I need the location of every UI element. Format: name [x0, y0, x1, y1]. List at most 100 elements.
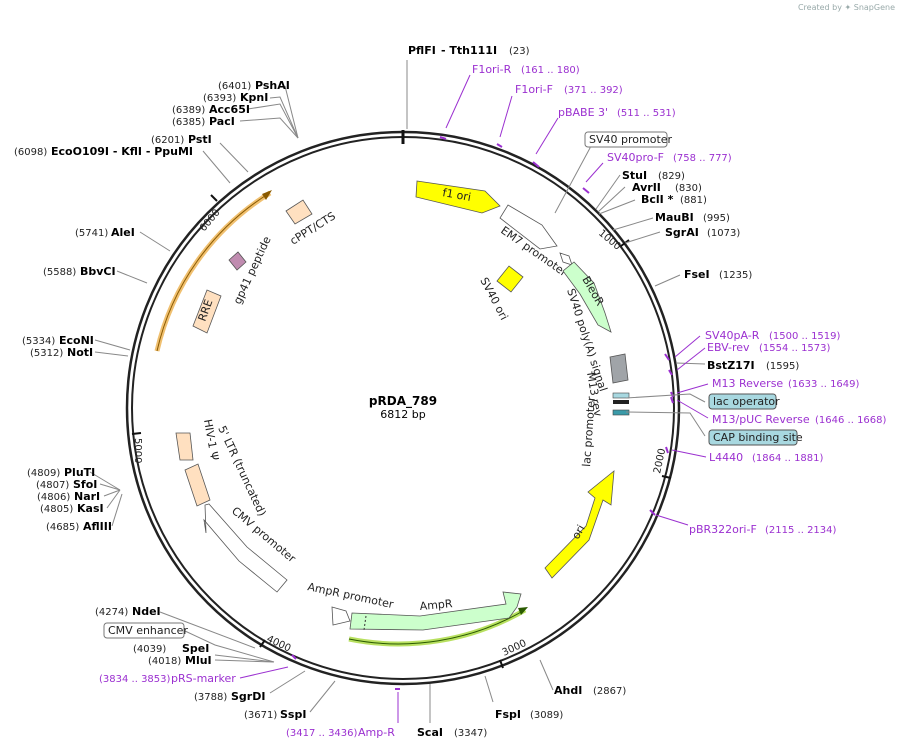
site-sgrai: SgrAI	[665, 226, 699, 239]
ampr-arrow	[349, 591, 522, 631]
primer-prs-marker-pos: (3834 .. 3853)	[99, 674, 171, 685]
site-alei-pos: (5741)	[75, 228, 108, 239]
site-nari: NarI	[74, 490, 100, 503]
site-eco0109i: EcoO109I - KflI - PpuMI	[51, 145, 193, 158]
primer-f1ori-f: F1ori-F	[515, 83, 553, 96]
site-afliii-pos: (4685)	[46, 522, 79, 533]
ampr-label: AmpR	[419, 597, 453, 613]
tick-label-5000: 5000	[132, 438, 143, 463]
primer-l4440: L4440	[709, 451, 743, 464]
site-paci-pos: (6385)	[172, 117, 205, 128]
lac-operator-box	[612, 392, 630, 399]
site-acc65i-pos: (6389)	[172, 105, 205, 116]
site-bstz17i: BstZ17I	[707, 359, 755, 372]
f1-ori-arrow	[415, 180, 501, 214]
primer-pbabe3-pos: (511 .. 531)	[617, 108, 676, 119]
cap-site-text: CAP binding site	[713, 431, 803, 444]
site-avrii-pos: (830)	[675, 183, 702, 194]
site-tth111i-pos: (23)	[509, 46, 530, 57]
site-sgrai-pos: (1073)	[707, 228, 740, 239]
site-bcli-pos: (881)	[680, 195, 707, 206]
primer-m13-puc-reverse: M13/pUC Reverse	[712, 413, 810, 426]
site-noti-pos: (5312)	[30, 348, 63, 359]
sv40-promoter-text: SV40 promoter	[589, 133, 673, 146]
primer-sv40pro-f-pos: (758 .. 777)	[673, 153, 732, 164]
hiv-psi-label: HIV-1 Ψ	[201, 418, 221, 461]
plasmid-size: 6812 bp	[380, 408, 425, 421]
site-fsei-pos: (1235)	[719, 270, 752, 281]
primer-f1ori-f-pos: (371 .. 392)	[564, 85, 623, 96]
site-paci: PacI	[209, 115, 235, 128]
site-sgrdi: SgrDI	[231, 690, 265, 703]
primer-prs-marker: pRS-marker	[171, 672, 236, 685]
gp41-box	[228, 251, 247, 271]
site-kpni-pos: (6393)	[203, 93, 236, 104]
site-maubi: MauBI	[655, 211, 694, 224]
site-sspi: SspI	[280, 708, 306, 721]
primer-amp-r-pos: (3417 .. 3436)	[286, 728, 358, 739]
cmv-enhancer-box	[103, 622, 185, 639]
site-sfoi: SfoI	[73, 478, 97, 491]
bleor-arrow	[562, 261, 612, 333]
primer-pbr322ori-f: pBR322ori-F	[689, 523, 757, 536]
cppt-box	[285, 199, 313, 225]
site-sgrdi-pos: (3788)	[194, 692, 227, 703]
sv40-promoter-box	[584, 131, 668, 148]
ampr-promoter-label: AmpR promoter	[306, 580, 395, 611]
site-ndei: NdeI	[132, 605, 161, 618]
lac-promoter-label: lac promoter	[580, 396, 598, 468]
lac-operator-text: lac operator	[713, 395, 780, 408]
rre-arc-core	[156, 193, 269, 352]
sv40-polya-box	[609, 353, 629, 384]
site-fspi-pos: (3089)	[530, 710, 563, 721]
primer-pbr322ori-f-pos: (2115 .. 2134)	[765, 525, 837, 536]
primer-ebv-rev: EBV-rev	[707, 341, 750, 354]
rre-box	[192, 289, 222, 334]
site-psti: PstI	[188, 133, 212, 146]
site-stui-pos: (829)	[658, 171, 685, 182]
rre-arc-head	[262, 190, 272, 200]
site-sspi-pos: (3671)	[244, 710, 277, 721]
primer-leaders	[239, 74, 709, 723]
site-pshai-pos: (6401)	[218, 81, 251, 92]
site-pshai: PshAI	[255, 79, 290, 92]
tick-label-2000: 2000	[652, 447, 668, 474]
site-psti-pos: (6201)	[151, 135, 184, 146]
site-alei: AleI	[111, 226, 135, 239]
site-avrii: AvrII	[632, 181, 661, 194]
site-ahdi-pos: (2867)	[593, 686, 626, 697]
tick-label-4000: 4000	[265, 634, 293, 655]
site-bstz17i-pos: (1595)	[766, 361, 799, 372]
m13-marker-box	[613, 400, 629, 404]
ampr-arc-head	[518, 607, 528, 615]
primer-f1ori-r-pos: (161 .. 180)	[521, 65, 580, 76]
site-sfoi-pos: (4807)	[36, 480, 69, 491]
site-econi: EcoNI	[59, 334, 94, 347]
snapgene-credit: Created by ✦ SnapGene	[797, 3, 895, 12]
ltr-label: 5' LTR (truncated)	[215, 424, 268, 519]
site-kasi-pos: (4805)	[40, 504, 73, 515]
primer-amp-r: Amp-R	[358, 726, 395, 739]
site-tth111i: - Tth111I	[441, 44, 497, 57]
site-maubi-pos: (995)	[703, 213, 730, 224]
site-scai: ScaI	[417, 726, 443, 739]
site-noti: NotI	[67, 346, 93, 359]
site-spei: SpeI	[182, 642, 209, 655]
primer-marks	[291, 136, 674, 690]
sv40-ori-box	[496, 265, 524, 293]
site-fsei: FseI	[684, 268, 710, 281]
ltr-box	[184, 463, 211, 507]
hiv-psi-box	[175, 432, 194, 461]
primer-m13-puc-reverse-pos: (1646 .. 1668)	[815, 415, 887, 426]
ampr-arc-core	[348, 610, 524, 645]
primer-m13-reverse: M13 Reverse	[712, 377, 783, 390]
site-ahdi: AhdI	[554, 684, 582, 697]
site-eco0109i-pos: (6098)	[14, 147, 47, 158]
ori-label: ori	[569, 523, 587, 542]
site-fspi: FspI	[495, 708, 521, 721]
primer-sv40pro-f: SV40pro-F	[607, 151, 664, 164]
site-scai-pos: (3347)	[454, 728, 487, 739]
site-pluti-pos: (4809)	[27, 468, 60, 479]
leader-lines	[89, 60, 706, 723]
